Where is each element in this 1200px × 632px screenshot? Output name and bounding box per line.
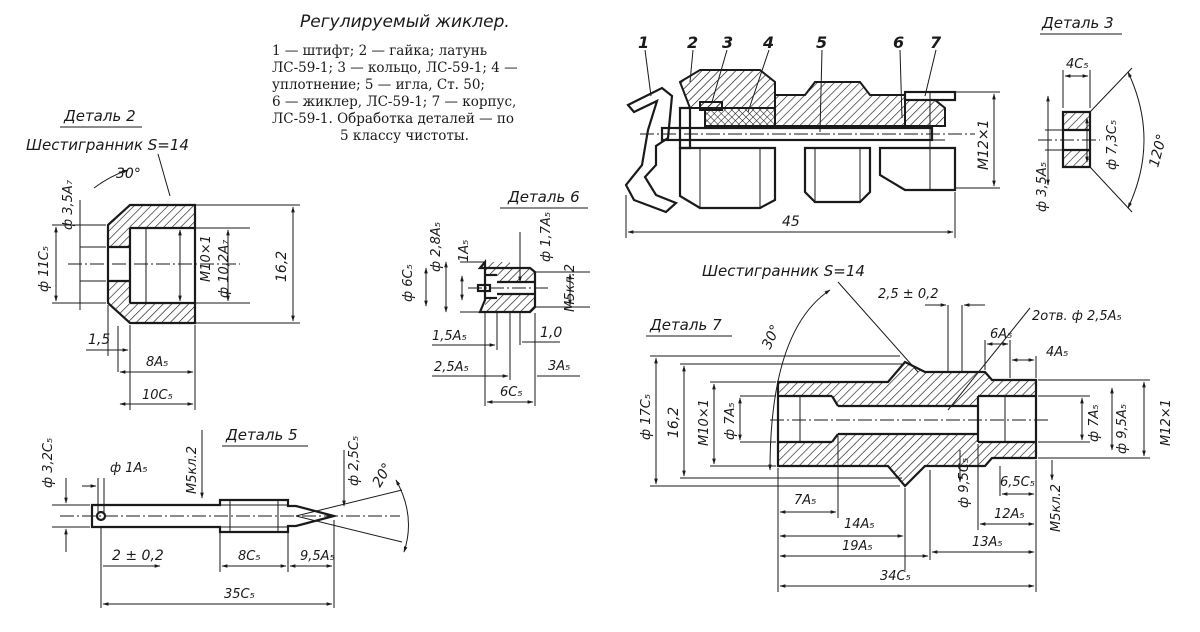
svg-text:4: 4 bbox=[762, 33, 774, 52]
svg-text:30°: 30° bbox=[759, 322, 784, 351]
part-number-labels: 1 2 3 4 5 6 7 bbox=[638, 33, 942, 133]
caption-line: 5 классу чистоты. bbox=[340, 128, 469, 144]
caption-title: Регулируемый жиклер. bbox=[300, 12, 510, 32]
svg-text:Шестигранник S=14: Шестигранник S=14 bbox=[26, 136, 189, 154]
svg-text:6C₅: 6C₅ bbox=[500, 385, 523, 400]
svg-text:6: 6 bbox=[893, 33, 904, 52]
svg-text:M5кл.2: M5кл.2 bbox=[563, 264, 578, 312]
svg-text:35C₅: 35C₅ bbox=[224, 587, 255, 602]
dim-length-45: 45 bbox=[782, 214, 800, 230]
ring-part3 bbox=[699, 101, 723, 111]
nut-body bbox=[678, 146, 777, 210]
svg-text:2отв. ф 2,5A₅: 2отв. ф 2,5A₅ bbox=[1032, 309, 1122, 324]
svg-text:12A₅: 12A₅ bbox=[994, 507, 1025, 522]
svg-text:16,2: 16,2 bbox=[274, 251, 290, 282]
svg-text:9,5A₅: 9,5A₅ bbox=[300, 549, 335, 564]
svg-text:6A₅: 6A₅ bbox=[990, 327, 1012, 342]
svg-text:ф 2,5C₅: ф 2,5C₅ bbox=[347, 436, 362, 486]
svg-text:ф 3,2C₅: ф 3,2C₅ bbox=[41, 438, 56, 488]
detail-3: Деталь 3 4C₅ ф 7,3C₅ 120° ф 3,5A₅ bbox=[1035, 14, 1171, 213]
svg-text:8A₅: 8A₅ bbox=[146, 355, 168, 370]
svg-text:7: 7 bbox=[930, 33, 942, 52]
svg-text:2,5 ± 0,2: 2,5 ± 0,2 bbox=[878, 287, 939, 302]
svg-text:13A₅: 13A₅ bbox=[972, 535, 1003, 550]
detail-7: Деталь 7 Шестигранник S=14 2,5 ± 0,2 2от… bbox=[639, 262, 1174, 592]
svg-text:ф 11C₅: ф 11C₅ bbox=[37, 246, 52, 292]
detail3-title: Деталь 3 bbox=[1041, 14, 1114, 32]
svg-text:8C₅: 8C₅ bbox=[238, 549, 261, 564]
svg-text:2 ± 0,2: 2 ± 0,2 bbox=[112, 548, 164, 564]
svg-text:1,5A₅: 1,5A₅ bbox=[432, 329, 467, 344]
svg-text:1,5: 1,5 bbox=[88, 332, 110, 348]
svg-text:30°: 30° bbox=[116, 166, 141, 182]
svg-text:ф 9,5C₅: ф 9,5C₅ bbox=[957, 458, 972, 508]
svg-text:ф 7A₅: ф 7A₅ bbox=[723, 402, 738, 440]
svg-text:M10×1: M10×1 bbox=[697, 399, 712, 446]
svg-text:2: 2 bbox=[687, 33, 698, 52]
body-section bbox=[774, 81, 906, 127]
svg-text:2,5A₅: 2,5A₅ bbox=[434, 360, 469, 375]
jet-section bbox=[904, 99, 946, 127]
svg-text:14A₅: 14A₅ bbox=[844, 517, 875, 532]
svg-text:M5кл.2: M5кл.2 bbox=[1049, 484, 1064, 532]
svg-text:ф 7,3C₅: ф 7,3C₅ bbox=[1105, 120, 1120, 170]
svg-text:ф 10,2A₇: ф 10,2A₇ bbox=[217, 239, 232, 298]
svg-text:M5кл.2: M5кл.2 bbox=[185, 446, 200, 494]
svg-text:5: 5 bbox=[816, 33, 827, 52]
detail6-title: Деталь 6 bbox=[507, 188, 580, 206]
svg-text:7A₅: 7A₅ bbox=[794, 493, 816, 508]
svg-text:1A₅: 1A₅ bbox=[457, 240, 472, 262]
svg-text:4C₅: 4C₅ bbox=[1066, 57, 1089, 72]
svg-text:M10×1: M10×1 bbox=[199, 235, 214, 282]
svg-text:1,0: 1,0 bbox=[540, 325, 562, 341]
svg-text:1: 1 bbox=[638, 33, 649, 52]
svg-text:ф 6C₅: ф 6C₅ bbox=[401, 264, 416, 302]
svg-text:20°: 20° bbox=[370, 460, 396, 490]
svg-text:ф 3,5A₅: ф 3,5A₅ bbox=[1035, 162, 1050, 212]
svg-text:Шестигранник S=14: Шестигранник S=14 bbox=[702, 262, 865, 280]
svg-text:M12×1: M12×1 bbox=[1159, 399, 1174, 446]
svg-text:120°: 120° bbox=[1146, 132, 1170, 169]
svg-text:3: 3 bbox=[722, 33, 733, 52]
svg-text:19A₅: 19A₅ bbox=[842, 539, 873, 554]
detail5-title: Деталь 5 bbox=[225, 426, 298, 444]
caption-block: Регулируемый жиклер. 1 — штифт; 2 — гайк… bbox=[272, 12, 518, 144]
svg-text:10C₅: 10C₅ bbox=[142, 388, 173, 403]
svg-text:3A₅: 3A₅ bbox=[548, 359, 570, 374]
detail-2: Деталь 2 Шестигранник S=14 30° ф 3,5A₇ ф… bbox=[26, 107, 300, 410]
svg-text:4A₅: 4A₅ bbox=[1046, 345, 1068, 360]
dim-thread-m12: M12×1 bbox=[976, 119, 992, 170]
caption-line: уплотнение; 5 — игла, Ст. 50; bbox=[272, 77, 485, 93]
svg-text:ф 3,5A₇: ф 3,5A₇ bbox=[61, 179, 76, 230]
svg-text:ф 7A₅: ф 7A₅ bbox=[1087, 404, 1102, 442]
svg-text:16,2: 16,2 bbox=[666, 407, 682, 438]
caption-line: 6 — жиклер, ЛС-59-1; 7 — корпус, bbox=[272, 94, 516, 110]
caption-line: ЛС-59-1; 3 — кольцо, ЛС-59-1; 4 — bbox=[272, 60, 518, 76]
svg-text:ф 9,5A₅: ф 9,5A₅ bbox=[1115, 404, 1130, 454]
svg-text:6,5C₅: 6,5C₅ bbox=[1000, 475, 1035, 490]
pin-part1 bbox=[624, 86, 679, 214]
detail-6: Деталь 6 ф 6C₅ ф 2,8A₅ 1A₅ ф 1,7A₅ M5кл.… bbox=[401, 188, 590, 406]
detail7-title: Деталь 7 bbox=[649, 316, 722, 334]
assembly-view: 1 2 3 4 5 6 7 45 M12×1 bbox=[624, 33, 1000, 238]
detail2-title: Деталь 2 bbox=[63, 107, 136, 125]
svg-text:ф 1,7A₅: ф 1,7A₅ bbox=[539, 212, 554, 262]
svg-text:34C₅: 34C₅ bbox=[880, 569, 911, 584]
svg-text:ф 17C₅: ф 17C₅ bbox=[639, 394, 654, 440]
detail-5: Деталь 5 ф 3,2C₅ ф 1A₅ M5кл.2 ф 2,5C₅ 20… bbox=[41, 426, 409, 608]
caption-line: ЛС-59-1. Обработка деталей — по bbox=[272, 111, 514, 127]
svg-text:ф 2,8A₅: ф 2,8A₅ bbox=[429, 222, 444, 272]
caption-line: 1 — штифт; 2 — гайка; латунь bbox=[272, 43, 487, 59]
svg-text:ф 1A₅: ф 1A₅ bbox=[110, 461, 148, 476]
